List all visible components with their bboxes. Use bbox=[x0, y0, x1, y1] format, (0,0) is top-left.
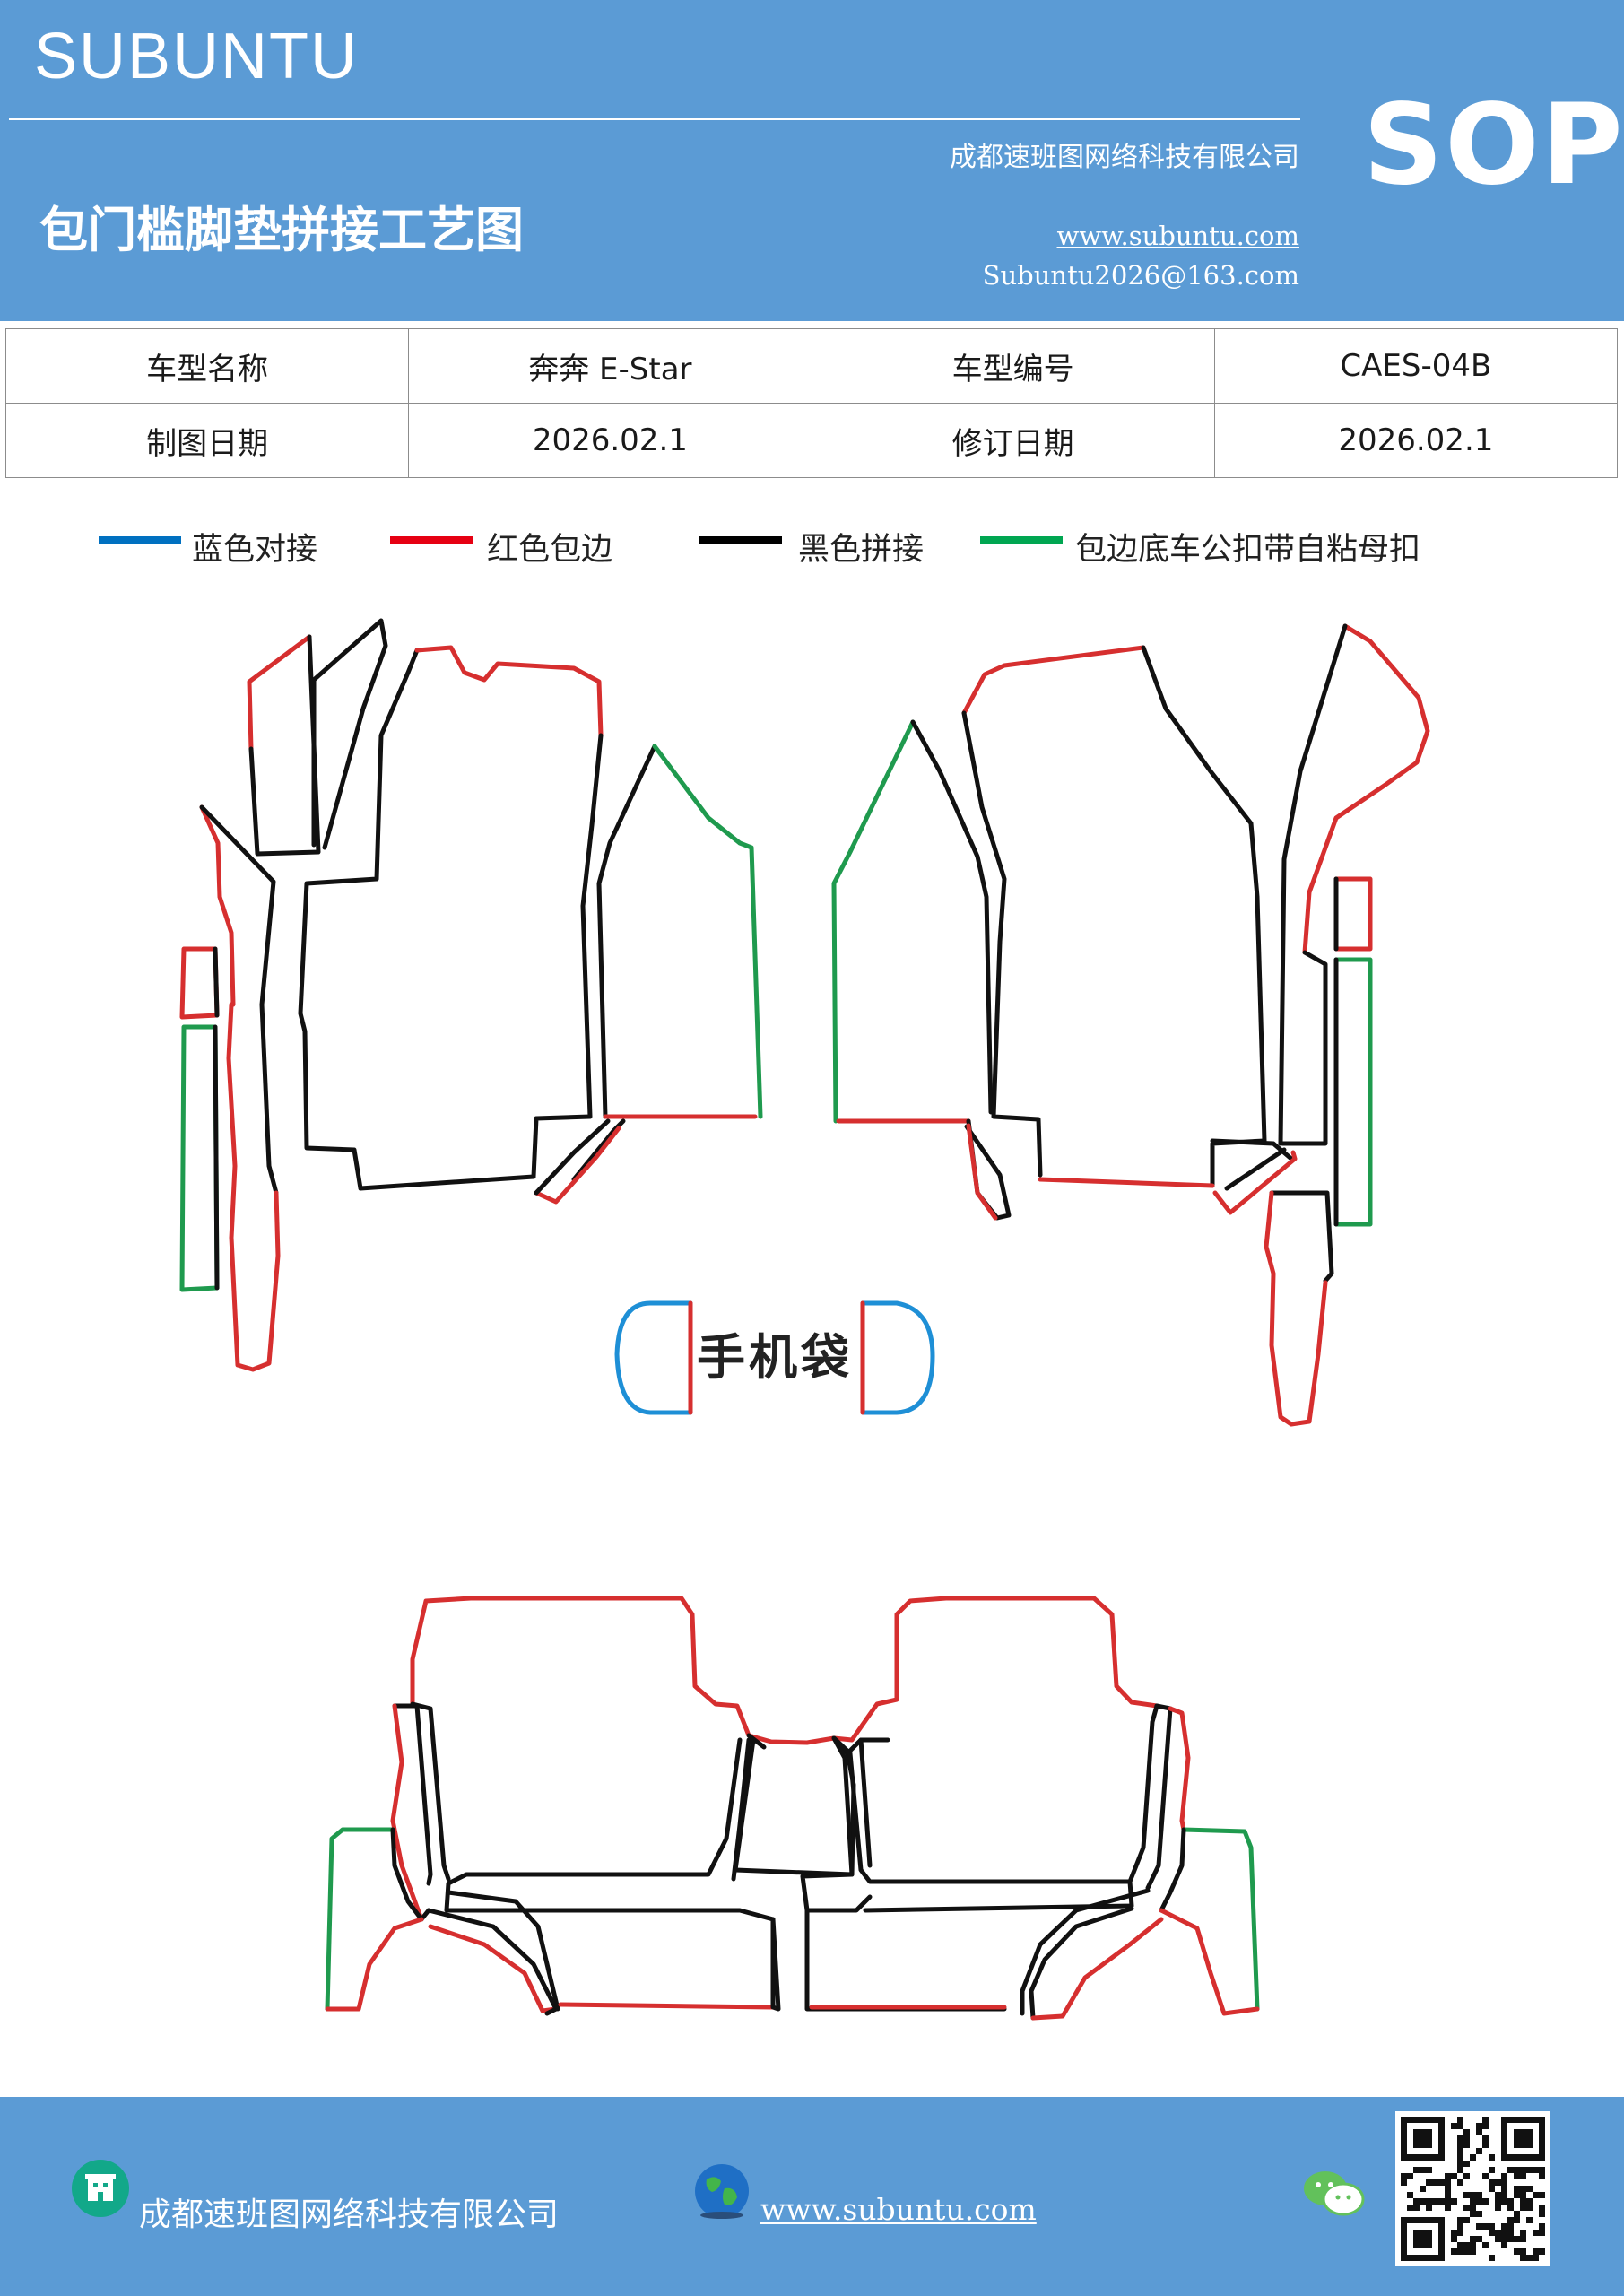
wechat-icon[interactable] bbox=[1302, 2167, 1365, 2221]
legend-label: 红色包边 bbox=[487, 532, 613, 568]
legend-label: 蓝色对接 bbox=[192, 532, 318, 568]
brand-name: SUBUNTU bbox=[34, 21, 360, 92]
globe-icon bbox=[692, 2161, 751, 2221]
drawing-date-value: 2026.02.1 bbox=[408, 403, 812, 478]
phone-pocket: 手机袋 bbox=[614, 1300, 935, 1415]
sop-badge: SOP bbox=[1363, 81, 1624, 210]
company-name: 成都速班图网络科技有限公司 bbox=[950, 142, 1299, 173]
model-name-value: 奔奔 E-Star bbox=[408, 328, 812, 404]
footer-company-name: 成都速班图网络科技有限公司 bbox=[139, 2196, 560, 2233]
footer-banner: 成都速班图网络科技有限公司 www.subuntu.com bbox=[0, 2097, 1624, 2296]
table-row: 车型名称 奔奔 E-Star 车型编号 CAES-04B bbox=[4, 328, 1619, 404]
color-legend: 蓝色对接 红色包边 黑色拼接 包边底车公扣带自粘母扣 bbox=[0, 524, 1624, 578]
legend-label: 包边底车公扣带自粘母扣 bbox=[1075, 532, 1421, 568]
building-icon bbox=[72, 2160, 129, 2217]
front-right-mats bbox=[831, 623, 1430, 1427]
table-row: 制图日期 2026.02.1 修订日期 2026.02.1 bbox=[4, 403, 1619, 478]
legend-swatch-red bbox=[390, 536, 473, 544]
header-banner: SUBUNTU 成都速班图网络科技有限公司 包门槛脚垫拼接工艺图 www.sub… bbox=[0, 0, 1624, 321]
revision-date-label: 修订日期 bbox=[811, 403, 1215, 478]
revision-date-value: 2026.02.1 bbox=[1213, 403, 1619, 478]
rear-mats bbox=[325, 1596, 1260, 2021]
drawing-date-label: 制图日期 bbox=[4, 403, 410, 478]
legend-swatch-blue bbox=[99, 536, 181, 544]
model-code-value: CAES-04B bbox=[1213, 328, 1619, 404]
front-left-mats bbox=[179, 618, 763, 1372]
email-address: Subuntu2026@163.com bbox=[982, 260, 1299, 291]
model-name-label: 车型名称 bbox=[4, 328, 410, 404]
footer-website-link[interactable]: www.subuntu.com bbox=[760, 2192, 1037, 2227]
page-title: 包门槛脚垫拼接工艺图 bbox=[39, 202, 524, 258]
model-code-label: 车型编号 bbox=[811, 328, 1215, 404]
header-divider bbox=[9, 118, 1300, 120]
phone-pocket-label: 手机袋 bbox=[697, 1329, 853, 1386]
website-link[interactable]: www.subuntu.com bbox=[1056, 221, 1299, 251]
legend-label: 黑色拼接 bbox=[798, 532, 925, 568]
qr-code-pattern bbox=[1401, 2117, 1545, 2261]
legend-swatch-black bbox=[699, 536, 782, 544]
qr-code bbox=[1395, 2111, 1550, 2266]
vehicle-info-table: 车型名称 奔奔 E-Star 车型编号 CAES-04B 制图日期 2026.0… bbox=[4, 328, 1619, 478]
legend-swatch-green bbox=[980, 536, 1063, 544]
